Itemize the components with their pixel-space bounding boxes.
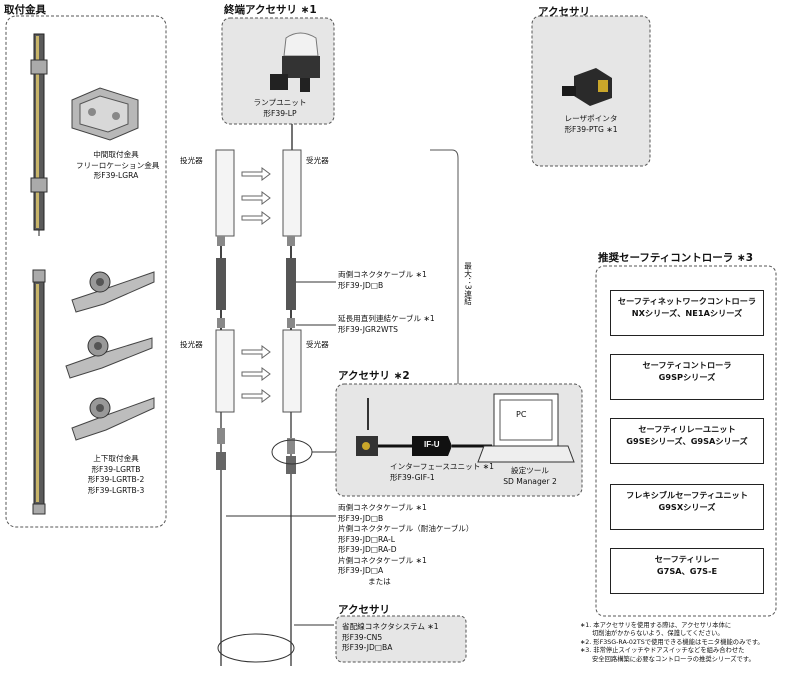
controllers-title: 推奨セーフティコントローラ ∗3 xyxy=(598,252,753,264)
wiring-system-model-1: 形F39-CN5 xyxy=(342,632,383,642)
accessory-top-title: アクセサリ xyxy=(538,6,590,18)
topbottom-bracket-model-2: 形F39-LGRTB-2 xyxy=(87,475,145,484)
interface-unit-model: 形F39-GIF-1 xyxy=(390,472,435,482)
controller-name-relay: セーフティリレー xyxy=(654,554,720,564)
controllers-frame xyxy=(595,265,777,617)
bottom-cables xyxy=(216,412,340,666)
footnotes: ∗1. 本アクセサリを使用する際は、アクセサリ本体に 切削油がかからないよう、保… xyxy=(580,622,764,664)
max-chain-bracket xyxy=(430,149,459,417)
double-end-cable-name-1: 両側コネクタケーブル ∗1 xyxy=(338,270,427,279)
receiver-lower xyxy=(282,329,302,413)
extension-cable-name: 延長用直列連結ケーブル ∗1 xyxy=(338,314,435,323)
setup-tool-label: 設定ツール SD Manager 2 xyxy=(490,466,570,487)
topbottom-bracket-images xyxy=(65,271,155,441)
mounting-title: 取付金具 xyxy=(4,4,46,16)
light-curtain-bar-top xyxy=(30,33,48,236)
pc-image xyxy=(477,393,575,463)
end-accessory-title: 終端アクセサリ ∗1 xyxy=(224,4,317,16)
accessory-bottom-frame xyxy=(335,615,467,663)
controller-series-flexible: G9SXシリーズ xyxy=(658,502,716,512)
footnote-3b: 安全回路構築に必要なコントローラの推奨シリーズです。 xyxy=(592,655,755,663)
extension-cable-model: 形F39-JGR2WTS xyxy=(338,324,398,334)
controller-box-safety: セーフティコントローラ G9SPシリーズ xyxy=(610,354,764,400)
controller-name-relay-unit: セーフティリレーユニット xyxy=(638,424,736,434)
topbottom-bracket-label: 上下取付金具 形F39-LGRTB 形F39-LGRTB-2 形F39-LGRT… xyxy=(76,454,156,496)
interface-unit-label: インターフェースユニット ∗1 形F39-GIF-1 xyxy=(390,462,494,483)
controller-box-relay-unit: セーフティリレーユニット G9SEシリーズ、G9SAシリーズ xyxy=(610,418,764,464)
pc-screen-label: PC xyxy=(516,410,527,419)
setup-tool-product: SD Manager 2 xyxy=(503,476,557,486)
lamp-unit-label: ランプユニット 形F39-LP xyxy=(230,98,330,119)
footnote-1a: ∗1. 本アクセサリを使用する際は、アクセサリ本体に xyxy=(580,622,732,629)
controller-series-relay: G7SA、G7S-E xyxy=(656,566,718,576)
extension-cable-label: 延長用直列連結ケーブル ∗1 形F39-JGR2WTS xyxy=(338,314,435,335)
double-end-cable-label-1: 両側コネクタケーブル ∗1 形F39-JD□B xyxy=(338,270,427,291)
interface-unit-name: インターフェースユニット ∗1 xyxy=(390,462,494,471)
wiring-system-label: 省配線コネクタシステム ∗1 形F39-CN5 形F39-JD□BA xyxy=(342,622,439,654)
topbottom-bracket-model-3: 形F39-LGRTB-3 xyxy=(87,485,145,495)
receiver-upper xyxy=(282,149,302,237)
mounting-frame xyxy=(5,15,167,528)
emitter-upper xyxy=(215,149,235,237)
emitter-label-upper: 投光器 xyxy=(180,156,203,165)
controller-series-network: NXシリーズ、NE1Aシリーズ xyxy=(631,308,743,318)
controller-name-network: セーフティネットワークコントローラ xyxy=(617,296,757,306)
setup-tool-name: 設定ツール xyxy=(511,466,549,475)
double-end-cable-model-1: 形F39-JD□B xyxy=(338,280,384,290)
topbottom-bracket-name: 上下取付金具 xyxy=(93,454,139,463)
topbottom-bracket-model-1: 形F39-LGRTB xyxy=(91,464,141,474)
beam-arrows-upper xyxy=(241,167,271,225)
controller-series-relay-unit: G9SEシリーズ、G9SAシリーズ xyxy=(626,436,748,446)
extension-cables xyxy=(216,124,296,330)
bottom-cable-list: 両側コネクタケーブル ∗1 形F39-JD□B 片側コネクタケーブル（耐油ケーブ… xyxy=(338,503,473,587)
footnote-1b: 切削油がかからないよう、保護してください。 xyxy=(592,630,724,638)
accessory-bottom-title: アクセサリ xyxy=(338,604,390,616)
footnote-3a: ∗3. 非常停止スイッチやドアスイッチなどを組み合わせた xyxy=(580,647,745,655)
beam-arrows-lower xyxy=(241,345,271,403)
wiring-system-model-2: 形F39-JD□BA xyxy=(342,643,393,652)
controller-box-relay: セーフティリレー G7SA、G7S-E xyxy=(610,548,764,594)
receiver-label-lower: 受光器 xyxy=(306,340,329,349)
laser-pointer-image xyxy=(562,68,612,106)
lamp-unit-image xyxy=(270,32,320,92)
controller-name-safety: セーフティコントローラ xyxy=(642,360,732,370)
laser-pointer-label: レーザポインタ 形F39-PTG ∗1 xyxy=(536,114,646,135)
intermediate-bracket-model: 形F39-LGRA xyxy=(93,171,139,180)
wiring-system-name: 省配線コネクタシステム ∗1 xyxy=(342,622,439,631)
laser-pointer-name: レーザポインタ xyxy=(564,114,618,123)
accessory2-title: アクセサリ ∗2 xyxy=(338,370,410,382)
intermediate-bracket-sub: フリーロケーション金具 xyxy=(76,160,160,170)
max-chain-label: 最大：3連結 xyxy=(463,262,473,305)
lamp-unit-name: ランプユニット xyxy=(253,98,307,107)
intermediate-bracket-name: 中間取付金具 xyxy=(93,150,139,159)
bottom-cable-item-4: 形F39-JD□RA-D xyxy=(338,545,397,554)
bottom-cable-item-2: 片側コネクタケーブル（耐油ケーブル） xyxy=(338,524,474,533)
lamp-unit-model: 形F39-LP xyxy=(263,108,297,118)
receiver-label-upper: 受光器 xyxy=(306,156,329,165)
controller-box-network: セーフティネットワークコントローラ NXシリーズ、NE1Aシリーズ xyxy=(610,290,764,336)
emitter-lower xyxy=(215,329,235,413)
intermediate-bracket-image xyxy=(71,87,139,141)
intermediate-bracket-label: 中間取付金具 フリーロケーション金具 形F39-LGRA xyxy=(76,150,160,182)
controller-name-flexible: フレキシブルセーフティユニット xyxy=(626,490,748,500)
interface-unit-badge: IF-U xyxy=(424,440,440,449)
bottom-cable-item-0: 両側コネクタケーブル ∗1 xyxy=(338,503,427,512)
emitter-label-lower: 投光器 xyxy=(180,340,203,349)
laser-pointer-model: 形F39-PTG ∗1 xyxy=(564,124,618,134)
bottom-cable-item-3: 形F39-JD□RA-L xyxy=(338,534,396,544)
bottom-cable-item-1: 形F39-JD□B xyxy=(338,513,384,523)
light-curtain-bar-bottom xyxy=(32,269,46,515)
controller-series-safety: G9SPシリーズ xyxy=(658,372,716,382)
controller-box-flexible: フレキシブルセーフティユニット G9SXシリーズ xyxy=(610,484,764,530)
bottom-cable-item-6: 形F39-JD□A xyxy=(338,566,384,575)
footnote-2: ∗2. 形F3SG-RA-02TSで使用できる機能はモニタ機能のみです。 xyxy=(580,638,764,646)
bottom-cable-item-7: または xyxy=(368,576,391,586)
bottom-cable-item-5: 片側コネクタケーブル ∗1 xyxy=(338,555,427,565)
